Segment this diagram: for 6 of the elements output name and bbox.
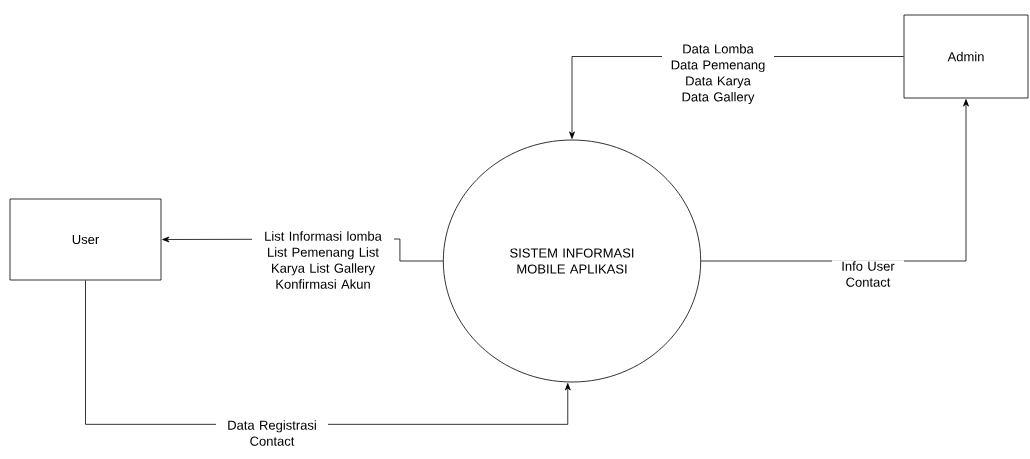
edge-label: Info User Contact <box>832 260 904 288</box>
process-box: Admin <box>903 14 1029 99</box>
edge-label: Data Lomba Data Pemenang Data Karya Data Gallery <box>662 42 774 106</box>
edge-label: Data Registrasi Contact <box>216 419 328 447</box>
edge-label: List Informasi lomba List Pemenang List Karya List Gallery Konfirmasi Akun <box>252 230 394 290</box>
process-box: User <box>9 198 162 281</box>
